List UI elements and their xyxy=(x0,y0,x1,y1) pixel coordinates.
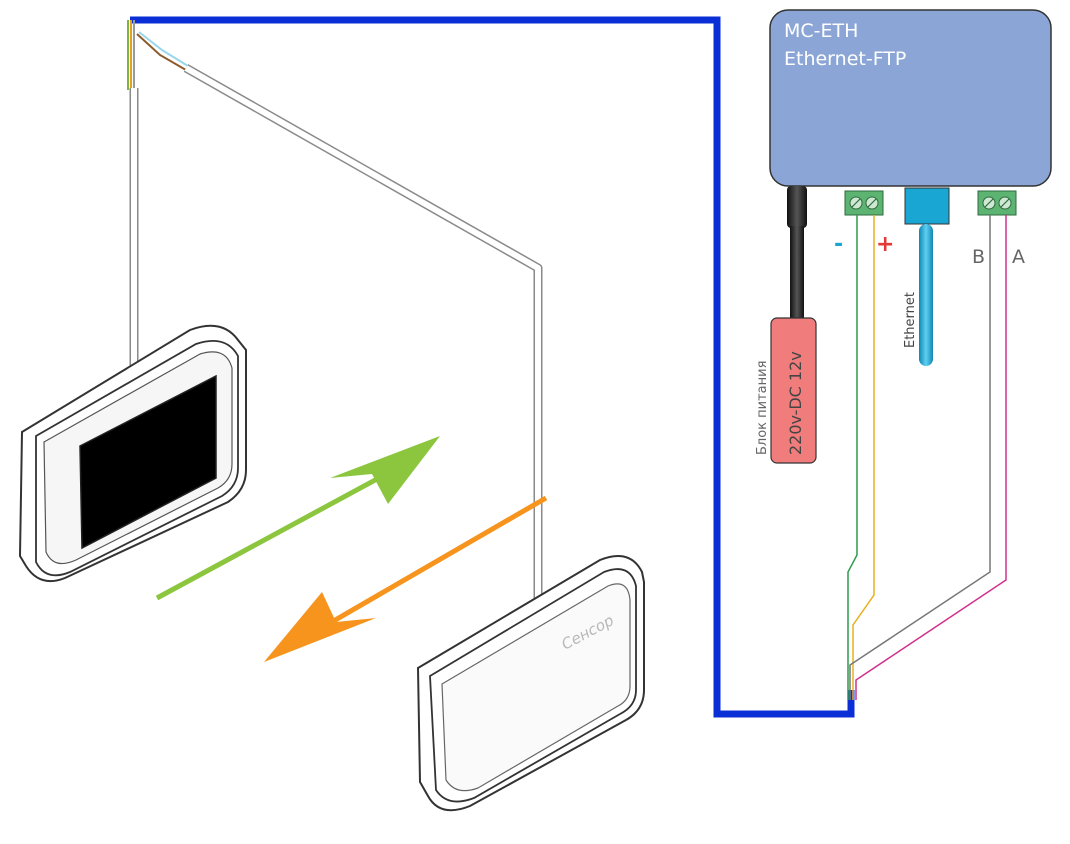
signal-wires xyxy=(847,215,1007,700)
power-supply-spec: 220v-DC 12v xyxy=(786,351,805,455)
ethernet-label: Ethernet xyxy=(903,292,918,348)
panel-cables xyxy=(129,64,543,600)
bus-cable xyxy=(130,16,855,718)
controller-box: MC-ETH Ethernet-FTP xyxy=(769,9,1052,187)
wire-a xyxy=(855,215,1007,700)
arrow-green xyxy=(155,436,440,601)
top-wire-bundle xyxy=(127,20,189,90)
power-cable xyxy=(787,186,807,326)
terminal-a-label: A xyxy=(1012,246,1025,268)
power-terminal-block xyxy=(844,190,884,216)
wire-minus xyxy=(847,215,858,700)
terminal-minus-label: - xyxy=(834,232,843,257)
controller-model: MC-ETH xyxy=(784,20,858,42)
display-screen xyxy=(79,374,217,550)
wire-b xyxy=(849,215,991,700)
terminal-b-label: B xyxy=(972,246,985,268)
wire-plus xyxy=(852,215,875,700)
bus-terminal-block xyxy=(977,190,1017,216)
arrow-orange xyxy=(264,495,548,662)
terminal-plus-label: + xyxy=(876,232,894,257)
power-supply-label: Блок питания xyxy=(755,361,770,455)
power-supply: 220v-DC 12v Блок питания xyxy=(755,317,817,464)
controller-subtitle: Ethernet-FTP xyxy=(784,48,906,70)
sensor-panel: Сенсор xyxy=(416,555,645,812)
ethernet-port: Ethernet xyxy=(903,187,950,366)
display-panel xyxy=(18,324,247,582)
